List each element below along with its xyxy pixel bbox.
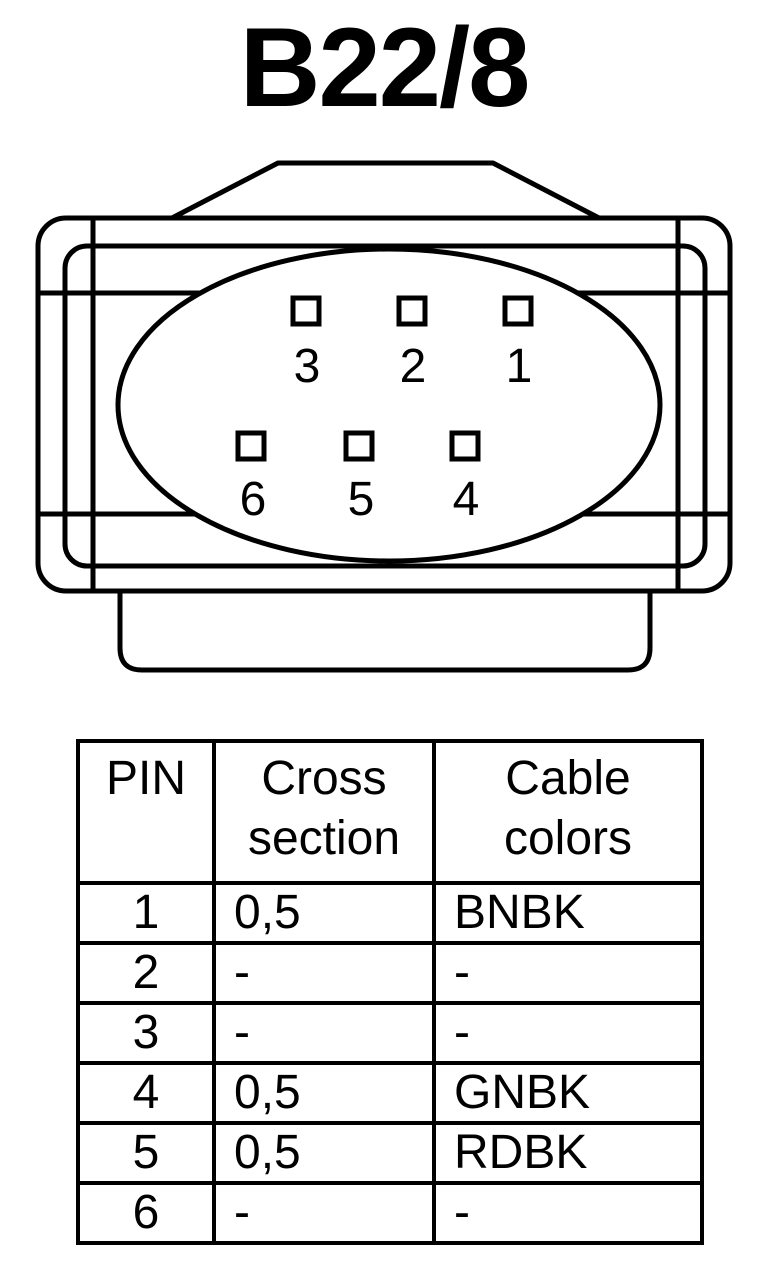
cable-color-cell: BNBK <box>432 881 704 945</box>
pin-3-square <box>290 295 322 327</box>
cross-section-cell: - <box>212 941 436 1005</box>
header-cross-section-line2: section <box>247 812 401 865</box>
table-row: 1 0,5 BNBK <box>76 881 704 945</box>
cable-color-cell: - <box>432 1181 704 1245</box>
table-header-row: PIN Cross section Cable colors <box>76 739 704 885</box>
header-pin-label: PIN <box>105 752 186 805</box>
cross-section-cell: 0,5 <box>212 881 436 945</box>
cable-color-cell: RDBK <box>432 1121 704 1185</box>
cross-section-cell: 0,5 <box>212 1061 436 1125</box>
pin-cell: 5 <box>76 1121 216 1185</box>
pin-5-square <box>343 430 375 462</box>
connector-top-tab <box>170 160 601 221</box>
pin-label: 5 <box>348 473 375 526</box>
connector-inner-frame <box>62 243 708 569</box>
header-cross-section-line1: Cross <box>261 752 387 805</box>
cable-color-cell: GNBK <box>432 1061 704 1125</box>
cable-color-cell: - <box>432 1001 704 1065</box>
table-row: 5 0,5 RDBK <box>76 1121 704 1185</box>
header-cable-colors-line2: colors <box>503 812 633 865</box>
pin-cell: 6 <box>76 1181 216 1245</box>
pin-markers <box>235 295 534 462</box>
pin-2-square <box>396 295 428 327</box>
pin-cell: 1 <box>76 881 216 945</box>
pin-cell: 4 <box>76 1061 216 1125</box>
header-cross-section: Cross section <box>212 739 436 885</box>
pin-label: 6 <box>240 473 267 526</box>
table-row: 2 - - <box>76 941 704 1005</box>
header-cable-colors-line1: Cable <box>505 752 631 805</box>
table-row: 6 - - <box>76 1181 704 1245</box>
pin-6-square <box>235 430 267 462</box>
cross-section-cell: - <box>212 1181 436 1245</box>
connector-pin-face-oval <box>115 246 663 564</box>
cable-color-cell: - <box>432 941 704 1005</box>
table-row: 3 - - <box>76 1001 704 1065</box>
pin-1-square <box>502 295 534 327</box>
header-cable-colors: Cable colors <box>432 739 704 885</box>
pin-cell: 3 <box>76 1001 216 1065</box>
header-pin: PIN <box>76 739 216 885</box>
pin-label: 3 <box>294 340 321 393</box>
pin-label: 1 <box>506 340 533 393</box>
connector-face-diagram: 3 2 1 6 5 4 <box>35 160 733 673</box>
pin-assignment-table: PIN Cross section Cable colors 1 0,5 BNB… <box>76 739 704 1245</box>
connector-bottom-skirt <box>117 591 653 673</box>
cross-section-cell: 0,5 <box>212 1121 436 1185</box>
cross-section-cell: - <box>212 1001 436 1065</box>
connector-outer-housing <box>35 215 733 594</box>
pin-4-square <box>449 430 481 462</box>
pin-label: 2 <box>400 340 427 393</box>
pin-label: 4 <box>453 473 480 526</box>
table-row: 4 0,5 GNBK <box>76 1061 704 1125</box>
pin-cell: 2 <box>76 941 216 1005</box>
connector-title: B22/8 <box>239 5 531 130</box>
